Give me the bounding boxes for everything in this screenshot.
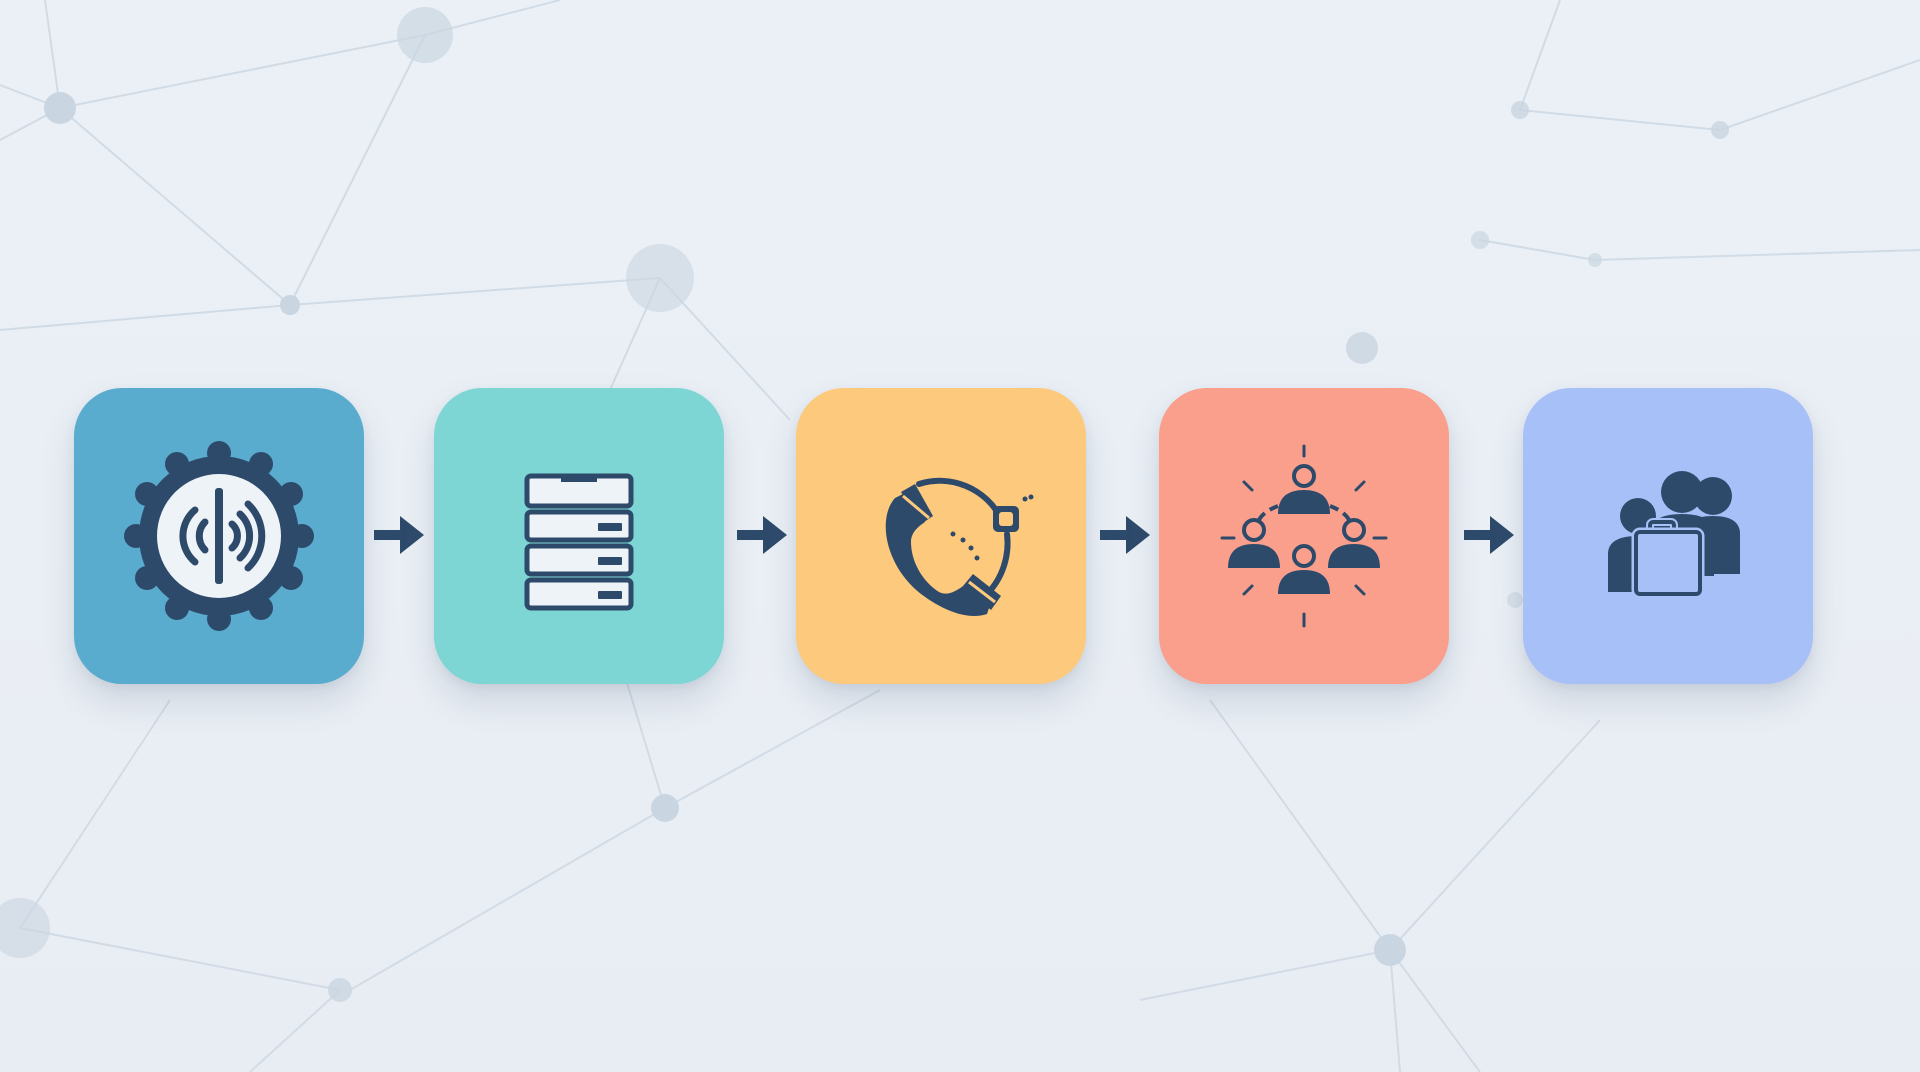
step-tile-team-network — [1159, 388, 1449, 684]
arrow-right-icon — [737, 516, 787, 554]
arrow-right-icon — [374, 516, 424, 554]
team-network-icon — [1220, 444, 1388, 628]
step-tile-phone — [796, 388, 1086, 684]
server-stack-icon — [524, 473, 634, 611]
arrow-right-icon — [1100, 516, 1150, 554]
phone-call-icon — [885, 477, 1034, 616]
audio-signal-badge-icon — [124, 441, 314, 631]
business-team-icon — [1608, 471, 1740, 599]
arrow-right-icon — [1464, 516, 1514, 554]
step-tile-business-team — [1523, 388, 1813, 684]
step-tile-audio — [74, 388, 364, 684]
step-tile-server — [434, 388, 724, 684]
